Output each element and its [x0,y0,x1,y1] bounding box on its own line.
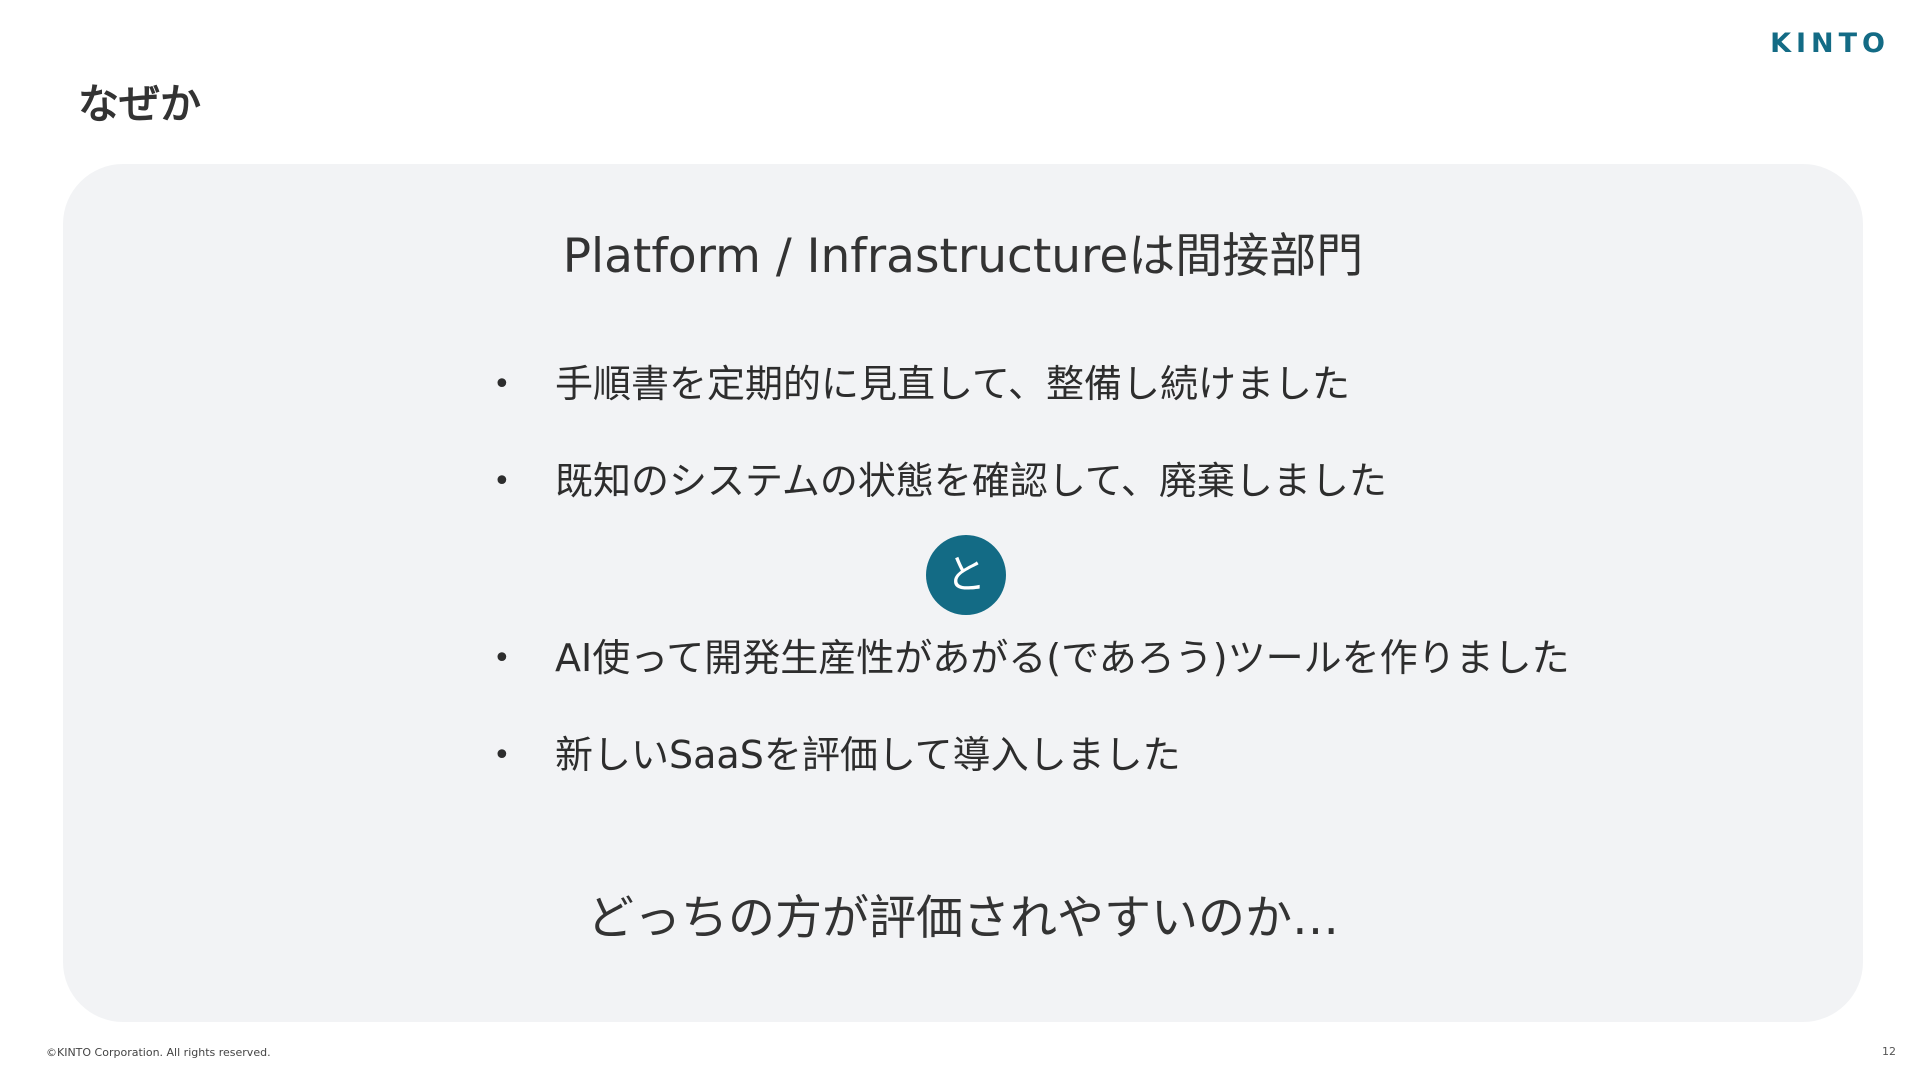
bullet-list-second: • AI使って開発生産性があがる(であろう)ツールを作りました • 新しいSaa… [493,634,1570,828]
bullet-dot-icon: • [493,367,511,402]
bullet-item: • 既知のシステムの状態を確認して、廃棄しました [493,457,1387,554]
bullet-dot-icon: • [493,738,511,773]
bullet-text: 新しいSaaSを評価して導入しました [555,733,1181,777]
bullet-dot-icon: • [493,641,511,676]
bullet-dot-icon: • [493,464,511,499]
bullet-text: 既知のシステムの状態を確認して、廃棄しました [555,459,1387,503]
bullet-item: • 新しいSaaSを評価して導入しました [493,731,1570,828]
and-connector-badge: と [926,535,1006,615]
kinto-logo: KINTO [1770,28,1890,59]
page-number: 12 [1882,1045,1896,1058]
page-title: なぜか [78,80,201,128]
bullet-text: AI使って開発生産性があがる(であろう)ツールを作りました [555,636,1570,680]
bullet-item: • AI使って開発生産性があがる(であろう)ツールを作りました [493,634,1570,731]
copyright-notice: ©KINTO Corporation. All rights reserved. [46,1046,271,1059]
content-card: Platform / Infrastructureは間接部門 • 手順書を定期的… [63,164,1863,1022]
closing-question: どっちの方が評価されやすいのか… [587,891,1339,946]
bullet-item: • 手順書を定期的に見直して、整備し続けました [493,360,1387,457]
bullet-text: 手順書を定期的に見直して、整備し続けました [555,362,1350,406]
bullet-list-first: • 手順書を定期的に見直して、整備し続けました • 既知のシステムの状態を確認し… [493,360,1387,554]
card-heading: Platform / Infrastructureは間接部門 [562,229,1364,284]
